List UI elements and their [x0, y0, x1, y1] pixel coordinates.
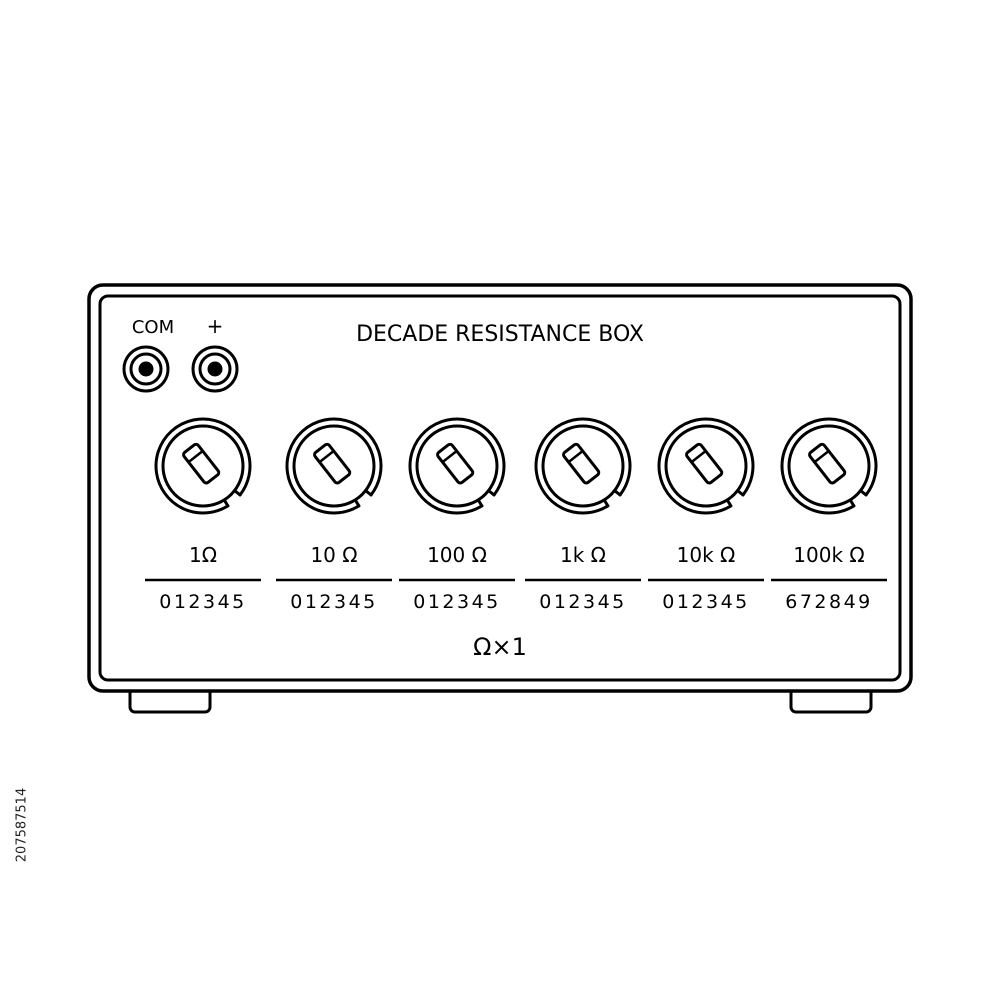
- terminal-label-plus: +: [207, 314, 224, 338]
- dial-scale-digits: 012345: [662, 591, 750, 613]
- dial-range-label: 10 Ω: [310, 543, 357, 567]
- dial-scale-digits: 672849: [785, 591, 873, 613]
- dial-scale-digits: 012345: [539, 591, 627, 613]
- dial-range-label: 100k Ω: [793, 543, 864, 567]
- dial-pointer-icon: [685, 442, 724, 485]
- multiplier-label: Ω×1: [473, 633, 527, 661]
- dial-2: 10 Ω 012345: [276, 417, 392, 613]
- terminal-label-com: COM: [132, 317, 174, 338]
- dial-pointer-icon: [313, 442, 352, 485]
- terminal-socket-com: [138, 361, 154, 377]
- dial-range-label: 1Ω: [189, 543, 217, 567]
- terminal-com[interactable]: COM: [122, 317, 174, 393]
- panel-title: DECADE RESISTANCE BOX: [356, 322, 644, 347]
- dial-range-label: 100 Ω: [427, 543, 487, 567]
- dial-1: 1Ω 012345: [145, 417, 261, 613]
- dial-pointer-icon: [808, 442, 847, 485]
- dial-range-label: 10k Ω: [677, 543, 736, 567]
- dial-scale-digits: 012345: [159, 591, 247, 613]
- dial-pointer-icon: [562, 442, 601, 485]
- terminal-plus[interactable]: +: [191, 314, 239, 393]
- dial-3: 100 Ω 012345: [399, 417, 515, 613]
- dial-scale-digits: 012345: [290, 591, 378, 613]
- dial-6: 100k Ω 672849: [771, 417, 887, 613]
- dial-range-label: 1k Ω: [560, 543, 606, 567]
- dial-4: 1k Ω 012345: [525, 417, 641, 613]
- terminal-socket-plus: [207, 361, 223, 377]
- dial-pointer-icon: [182, 442, 221, 485]
- stock-id: 207587514: [14, 787, 30, 863]
- dial-5: 10k Ω 012345: [648, 417, 764, 613]
- dial-pointer-icon: [436, 442, 475, 485]
- dial-scale-digits: 012345: [413, 591, 501, 613]
